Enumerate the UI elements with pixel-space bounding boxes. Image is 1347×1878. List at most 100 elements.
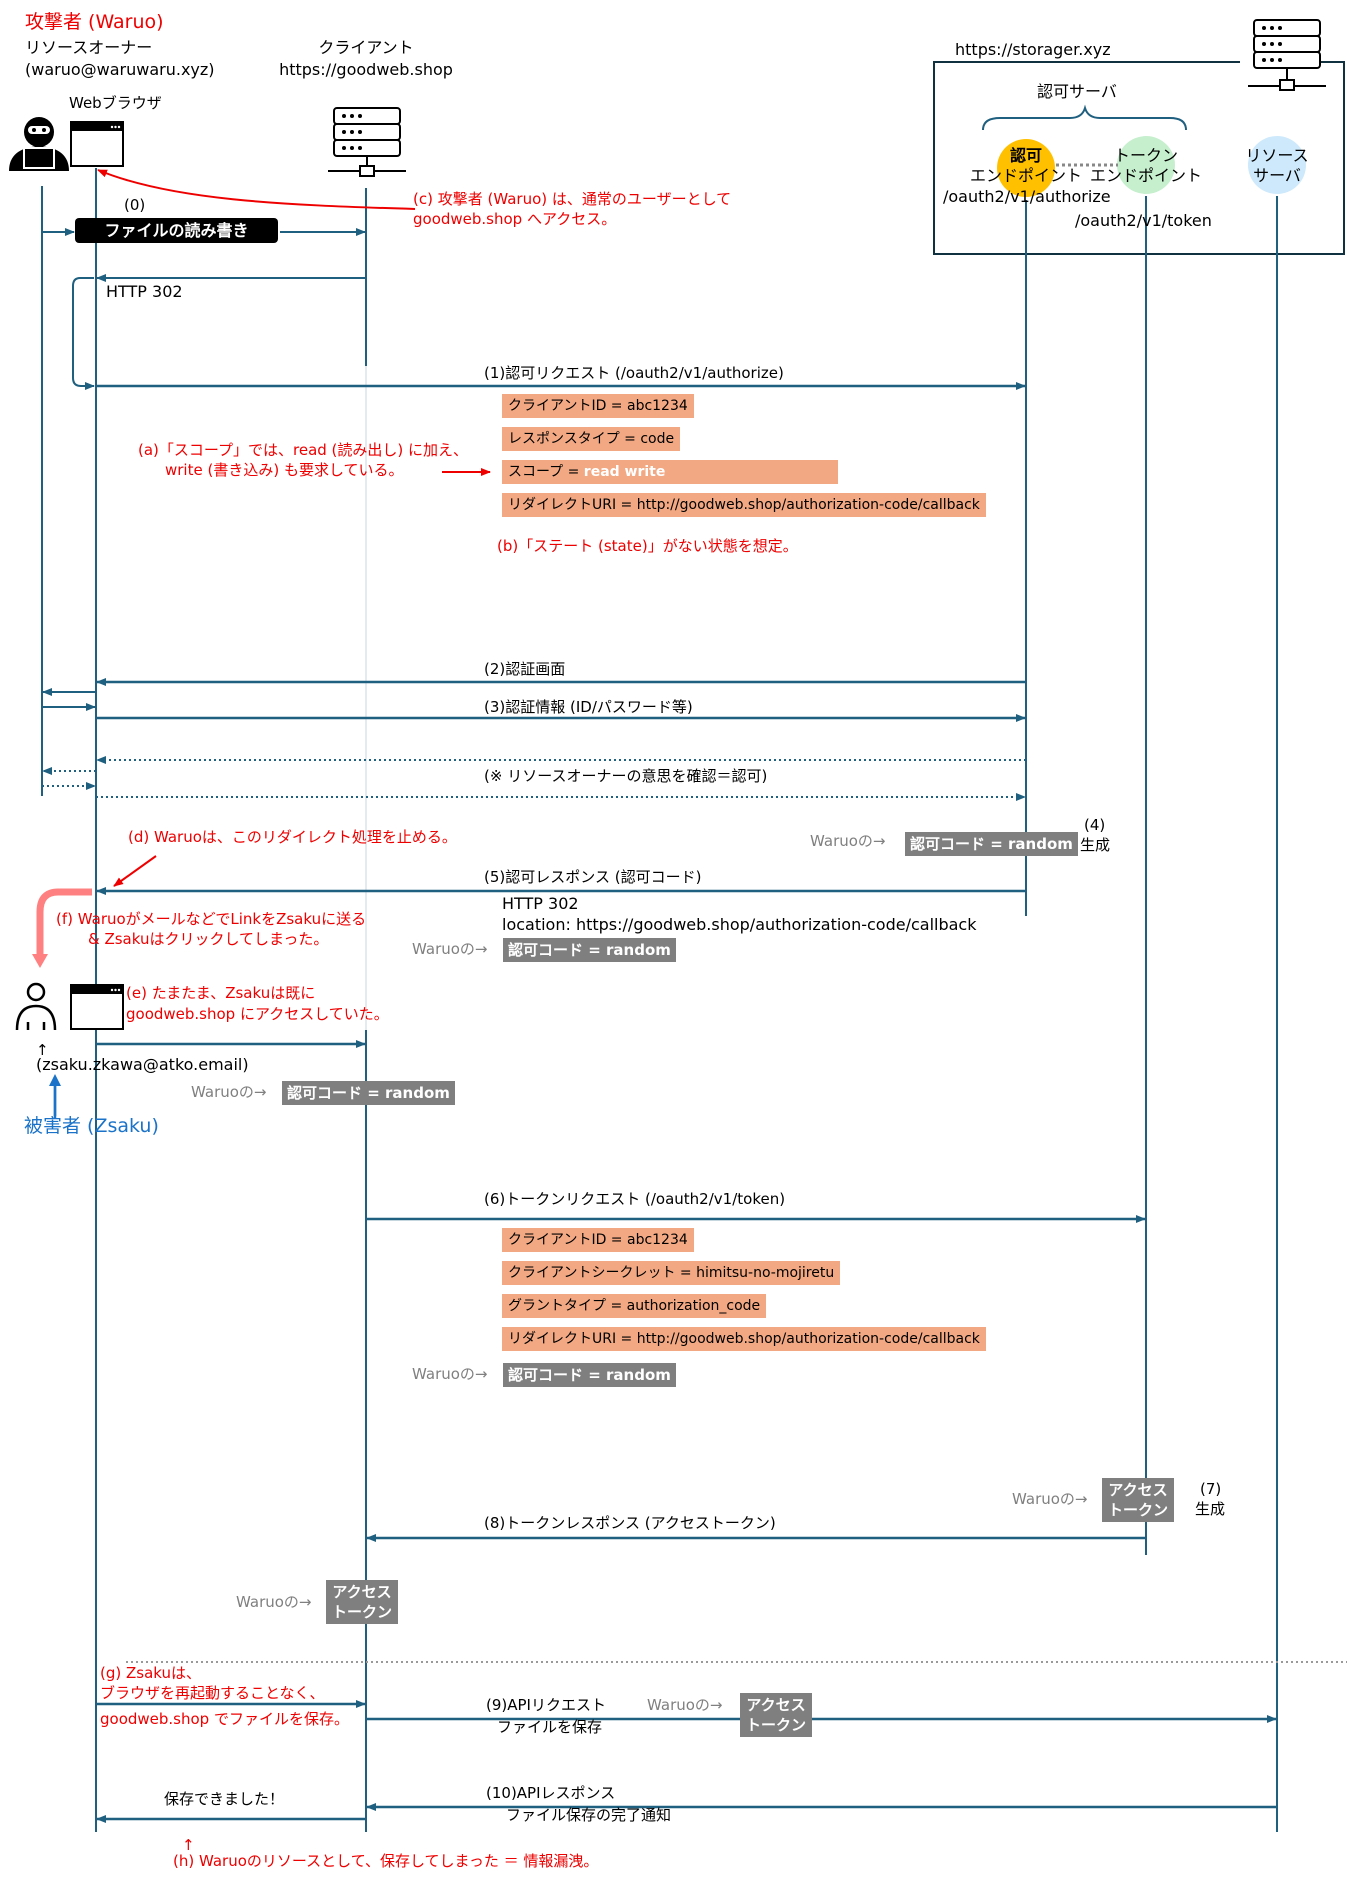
access-token-line2: トークン [746, 1716, 807, 1734]
step9-line1: (9)APIリクエスト [486, 1696, 606, 1714]
step2-label: (2)認証画面 [484, 660, 566, 678]
note-g-line2: ブラウザを再起動することなく、 [100, 1684, 325, 1702]
note-f-line1: (f) WaruoがメールなどでLinkをZsakuに送る [56, 910, 367, 928]
victim-user-icon [15, 982, 57, 1031]
step1-param-3: リダイレクトURI = http://goodweb.shop/authoriz… [502, 493, 986, 517]
param-key: リダイレクトURI = [508, 497, 637, 513]
auth-server-brace [982, 104, 1187, 131]
param-value: abc1234 [626, 398, 688, 414]
resource-server-circle [1248, 136, 1306, 194]
param-key: レスポンスタイプ = [508, 431, 641, 447]
note-e-line1: (e) たまたま、Zsakuは既に [126, 984, 316, 1002]
client-url: https://goodweb.shop [279, 60, 453, 79]
param-key: リダイレクトURI = [508, 1331, 637, 1347]
note-c-line1: (c) 攻撃者 (Waruo) は、通常のユーザーとして [413, 190, 732, 208]
auth-code-s6: 認可コード = random [503, 1363, 676, 1387]
step7-number: (7) [1200, 1480, 1222, 1498]
token-endpoint-circle [1117, 136, 1175, 194]
note-f-line2: & Zsakuはクリックしてしまった。 [88, 930, 329, 948]
step0-label: ファイルの読み書き [75, 218, 278, 243]
victim-up-arrow: ↑ [36, 1041, 49, 1059]
param-value: http://goodweb.shop/authorization-code/c… [636, 1331, 980, 1347]
step0-number: (0) [124, 196, 146, 214]
access-token-s7: アクセス トークン [1102, 1478, 1175, 1522]
token-endpoint-line2: エンドポイント [1089, 166, 1202, 185]
browser-label: Webブラウザ [69, 94, 162, 112]
step5-http302: HTTP 302 [502, 894, 579, 913]
victim-browser-icon [70, 984, 124, 1030]
token-endpoint-line1: トークン [1113, 146, 1178, 165]
access-token-s9: アクセス トークン [740, 1693, 813, 1737]
param-value: authorization_code [626, 1298, 761, 1314]
http302-label: HTTP 302 [106, 282, 183, 301]
step5-location: location: https://goodweb.shop/authoriza… [502, 915, 977, 934]
param-value: http://goodweb.shop/authorization-code/c… [636, 497, 980, 513]
token-endpoint-path: /oauth2/v1/token [1075, 211, 1212, 230]
param-key: クライアントシークレット = [508, 1265, 697, 1281]
step1-param-0: クライアントID = abc1234 [502, 394, 694, 418]
victim-title: 被害者 (Zsaku) [24, 1115, 159, 1137]
storage-server-icon [1248, 19, 1326, 91]
access-token-client: アクセス トークン [326, 1580, 399, 1624]
waruo-prefix-s4: Waruoの→ [810, 832, 886, 850]
redirect-loop [72, 277, 95, 390]
param-value: read write [583, 464, 666, 480]
auth-server-label: 認可サーバ [1037, 82, 1117, 101]
note-g-line3: goodweb.shop でファイルを保存。 [100, 1710, 349, 1728]
authorize-endpoint-line1: 認可 [1009, 146, 1042, 165]
note-h: (h) Waruoのリソースとして、保存してしまった ＝ 情報漏洩。 [173, 1852, 599, 1870]
access-token-line1: アクセス [746, 1696, 806, 1714]
step1-param-1: レスポンスタイプ = code [502, 427, 681, 451]
step1-param-2: スコープ = read write [502, 460, 838, 484]
waruo-prefix-s9: Waruoの→ [647, 1696, 723, 1714]
param-key: クライアントID = [508, 1232, 627, 1248]
browser-window-icon [70, 121, 124, 167]
note-c-line2: goodweb.shop へアクセス。 [413, 210, 617, 228]
auth-code-s4: 認可コード = random [905, 832, 1078, 856]
step6-param-1: クライアントシークレット = himitsu-no-mojiretu [502, 1261, 841, 1285]
step10-line2: ファイル保存の完了通知 [506, 1806, 672, 1824]
victim-email: (zsaku.zkawa@atko.email) [36, 1055, 249, 1074]
auth-code-victim: 認可コード = random [282, 1081, 455, 1105]
step5-label: (5)認可レスポンス (認可コード) [484, 868, 702, 886]
param-key: クライアントID = [508, 398, 627, 414]
note-a-line2: write (書き込み) も要求している。 [165, 461, 404, 479]
storage-url: https://storager.xyz [955, 40, 1111, 59]
attacker-email: (waruo@waruwaru.xyz) [25, 60, 215, 79]
waruo-prefix-s7: Waruoの→ [1012, 1490, 1088, 1508]
client-server-icon [328, 107, 406, 177]
note-h-arrow: ↑ [182, 1836, 195, 1854]
step8-label: (8)トークンレスポンス (アクセストークン) [484, 1514, 776, 1532]
note-g-line1: (g) Zsakuは、 [100, 1664, 202, 1682]
step1-label: (1)認可リクエスト (/oauth2/v1/authorize) [484, 364, 784, 382]
authorize-endpoint-line2: エンドポイント [969, 166, 1082, 185]
access-token-line1: アクセス [1108, 1481, 1168, 1499]
consent-label: (※ リソースオーナーの意思を確認＝認可) [484, 767, 768, 785]
auth-code-s5: 認可コード = random [503, 938, 676, 962]
authorize-endpoint-path: /oauth2/v1/authorize [943, 187, 1111, 206]
victim-blue-arrow-icon [49, 1074, 61, 1116]
param-value: abc1234 [626, 1232, 688, 1248]
waruo-prefix-s5: Waruoの→ [412, 940, 488, 958]
saved-label: 保存できました！ [164, 1790, 285, 1808]
access-token-line2: トークン [1108, 1501, 1169, 1519]
waruo-prefix-victim: Waruoの→ [191, 1083, 267, 1101]
waruo-prefix-s6: Waruoの→ [412, 1365, 488, 1383]
step4-number: (4) [1084, 816, 1106, 834]
client-label: クライアント [318, 38, 414, 57]
param-key: スコープ = [508, 464, 584, 480]
step9-line2: ファイルを保存 [497, 1718, 603, 1736]
step10-line1: (10)APIレスポンス [486, 1784, 616, 1802]
resource-server-line2: サーバ [1253, 166, 1301, 185]
step4-generate: 生成 [1080, 836, 1111, 854]
waruo-prefix-client: Waruoの→ [236, 1593, 312, 1611]
access-token-line1: アクセス [332, 1583, 392, 1601]
step7-generate: 生成 [1195, 1500, 1226, 1518]
step6-param-2: グラントタイプ = authorization_code [502, 1294, 767, 1318]
attacker-role: リソースオーナー [25, 38, 153, 57]
note-e-line2: goodweb.shop にアクセスしていた。 [126, 1005, 389, 1023]
resource-server-line1: リソース [1245, 146, 1309, 165]
step6-param-0: クライアントID = abc1234 [502, 1228, 694, 1252]
param-value: himitsu-no-mojiretu [696, 1265, 835, 1281]
